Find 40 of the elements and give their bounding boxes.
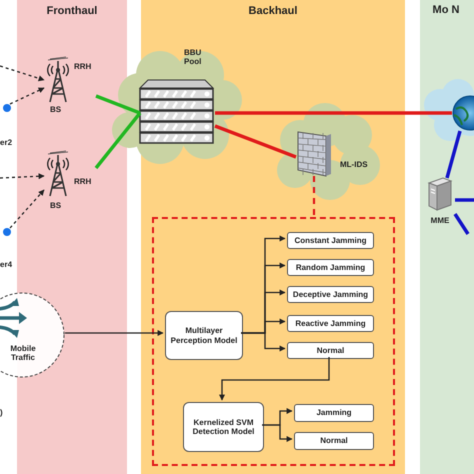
- arrow: [10, 87, 45, 105]
- node-label: ML-IDS: [340, 160, 368, 169]
- node-label: BBU Pool: [184, 48, 202, 66]
- section-title: Backhaul: [248, 5, 298, 17]
- process-box: Jamming: [294, 404, 374, 422]
- connector-line: [312, 176, 316, 217]
- section-band: [420, 0, 474, 474]
- connector-line: [214, 124, 297, 159]
- node-label: BS: [50, 105, 62, 114]
- arrow: [0, 65, 45, 82]
- section-title: Fronthaul: [46, 5, 98, 17]
- connector-line: [94, 112, 142, 170]
- connector-line: [454, 213, 470, 235]
- process-box: Normal: [287, 342, 374, 359]
- partial-label: er4: [0, 260, 12, 269]
- connector-line: [215, 111, 452, 115]
- process-box: Multilayer Perception Model: [165, 311, 243, 360]
- process-box: Reactive Jamming: [287, 315, 374, 332]
- partial-label: er2: [0, 138, 12, 147]
- section-title: Mo N: [432, 4, 460, 16]
- node-label: BS: [50, 201, 62, 210]
- arrow: [241, 332, 286, 352]
- connector-line: [445, 130, 462, 178]
- process-box: Kernelized SVM Detection Model: [183, 402, 264, 452]
- process-box: Deceptive Jamming: [287, 286, 374, 303]
- arrow: [219, 357, 330, 401]
- connector-line: [95, 94, 141, 115]
- process-box: Normal: [294, 432, 374, 450]
- process-box: Constant Jamming: [287, 232, 374, 249]
- connector-line: [455, 198, 474, 202]
- node-label: RRH: [74, 62, 92, 71]
- process-box: Random Jamming: [287, 259, 374, 276]
- partial-label: ): [0, 408, 3, 417]
- arrow: [65, 330, 164, 336]
- node-label: RRH: [74, 177, 92, 186]
- arrow: [262, 424, 293, 442]
- arrow: [0, 173, 45, 180]
- node-label: MME: [430, 216, 450, 225]
- dashed-container: [152, 217, 395, 466]
- node-label: Mobile Traffic: [9, 344, 37, 362]
